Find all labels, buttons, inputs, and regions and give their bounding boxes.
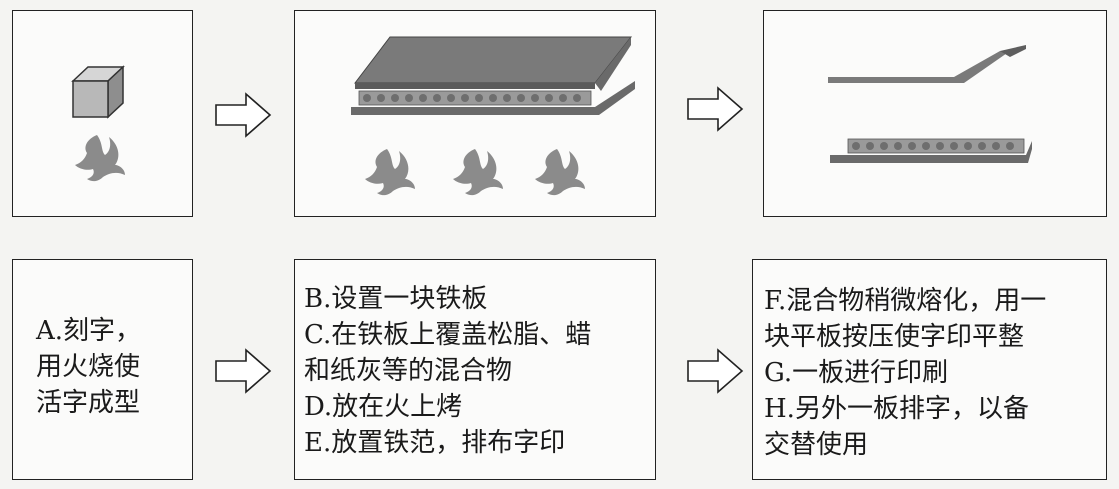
step-a-text: A.刻字， 用火烧使 活字成型 [36, 316, 142, 418]
right-arrow-icon [686, 348, 744, 394]
step-f-to-h-text: F.混合物稍微熔化，用一 块平板按压使字印平整 G.一板进行印刷 H.另外一板排… [764, 286, 1047, 460]
panel-carve-type [12, 10, 193, 217]
iron-plate-icon [828, 45, 1032, 163]
flame-icon [75, 135, 125, 182]
step-b-to-e-text: B.设置一块铁板 C.在铁板上覆盖松脂、蜡 和纸灰等的混合物 D.放在火上烤 E… [304, 284, 592, 458]
type-block-icon [71, 65, 125, 119]
iron-plate-icon [351, 36, 635, 115]
step-b-to-e-box [294, 259, 656, 480]
step-f-to-h-box [752, 259, 1107, 480]
right-arrow-icon [214, 348, 272, 394]
flame-icon [453, 149, 503, 196]
right-arrow-icon [686, 86, 744, 132]
right-arrow-icon [214, 92, 272, 138]
panel-press-and-print [763, 10, 1107, 217]
flame-icon [535, 149, 585, 196]
flame-icon [365, 149, 415, 196]
step-a-box [12, 259, 193, 480]
panel-iron-plate-over-fire [294, 10, 656, 217]
